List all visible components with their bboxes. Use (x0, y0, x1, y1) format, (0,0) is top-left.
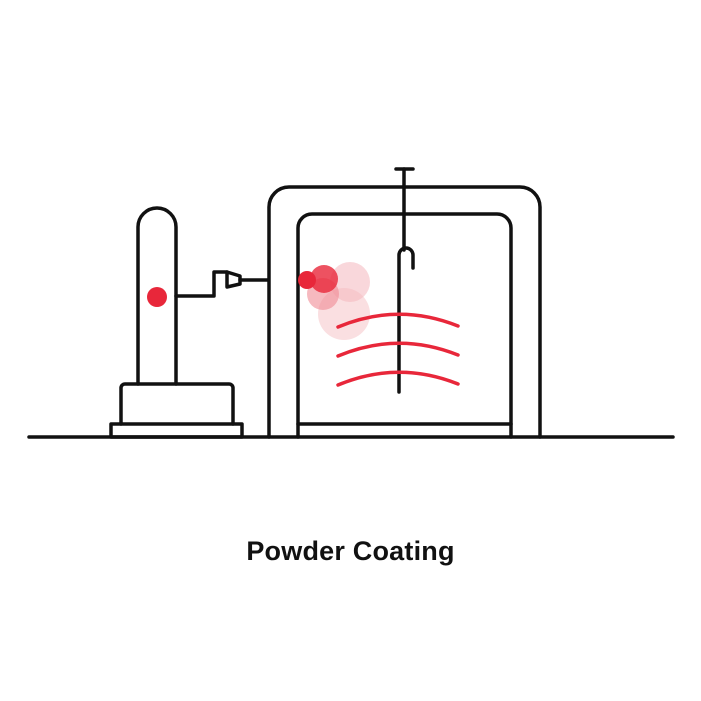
spray-particle (310, 265, 338, 293)
illustration-caption: Powder Coating (246, 536, 455, 566)
part-arc (336, 341, 460, 358)
robot-indicator-dot (147, 287, 167, 307)
robot-column (136, 206, 178, 386)
spray-nozzle (225, 270, 242, 289)
spray-particle (298, 271, 316, 289)
coated-part (336, 312, 460, 387)
part-arc (336, 312, 460, 329)
spray-particle (330, 262, 370, 302)
part-arc (336, 370, 460, 387)
spray-robot (109, 206, 270, 439)
hook-curve (397, 246, 415, 394)
spray-arm (174, 270, 229, 298)
robot-base-upper (119, 382, 235, 426)
hanger-hook (394, 167, 415, 394)
powder-spray (298, 262, 370, 340)
robot-base-plate (109, 422, 244, 439)
